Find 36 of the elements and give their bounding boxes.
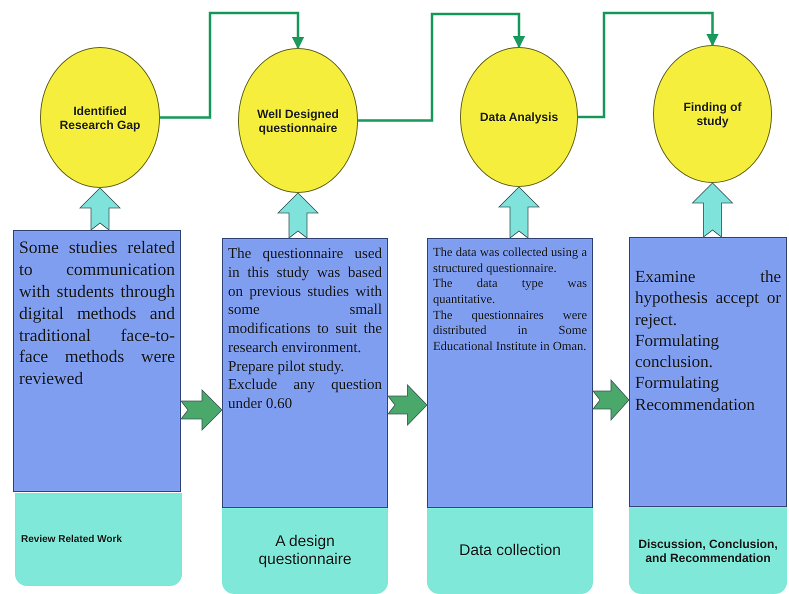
- description-text: The data was collected using a structured questionnaire.: [433, 245, 587, 276]
- stage-label: Review Related Work: [21, 534, 122, 545]
- block-arrow: [692, 182, 734, 238]
- stage-label: A design questionnaire: [257, 533, 353, 569]
- circle-label: Data Analysis: [478, 110, 560, 124]
- block-arrow: [277, 192, 319, 239]
- block-arrow: [592, 378, 630, 422]
- description-text: Exclude any question under 0.60: [228, 376, 382, 414]
- circle-label: Well Designed questionnaire: [256, 106, 340, 134]
- stage-label-box: [629, 507, 787, 594]
- description-text: Examine the hypothesis accept or reject.: [635, 266, 781, 330]
- connector-arrow: [358, 12, 526, 122]
- description-box: [13, 230, 181, 492]
- block-arrow: [387, 384, 428, 426]
- block-arrow: [79, 187, 121, 231]
- description-text: Formulating conclusion.: [635, 330, 720, 372]
- description-text: Prepare pilot study.: [228, 358, 346, 376]
- stage-label: Data collection: [459, 542, 561, 560]
- description-text: Formulating Recommendation: [635, 372, 756, 415]
- description-text: Some studies related to communication with students through digital methods and traditional face-to-face methods were reviewed: [19, 237, 175, 390]
- description-box: [222, 238, 388, 508]
- description-box: [427, 238, 593, 508]
- description-text: The questionnaire used in this study was based on previous studies with some small modifications to suit the research environment.: [228, 245, 382, 358]
- block-arrow: [498, 186, 540, 239]
- description-box: [629, 237, 787, 507]
- stage-label: Discussion, Conclusion, and Recommendation: [637, 536, 779, 564]
- block-arrow: [180, 389, 223, 431]
- stage-label-box: [222, 508, 388, 594]
- connector-arrow: [578, 12, 719, 118]
- connector-arrow: [160, 12, 304, 119]
- stage-label-box: [427, 508, 593, 594]
- stage-label-box: [15, 493, 182, 586]
- description-text: The data type was quantitative.: [433, 276, 587, 308]
- circle-label: Finding of study: [682, 100, 742, 128]
- description-text: The questionnaires were distributed in Some Educational Institute in Oman.: [433, 308, 587, 354]
- circle-label: Identified Research Gap: [58, 104, 142, 132]
